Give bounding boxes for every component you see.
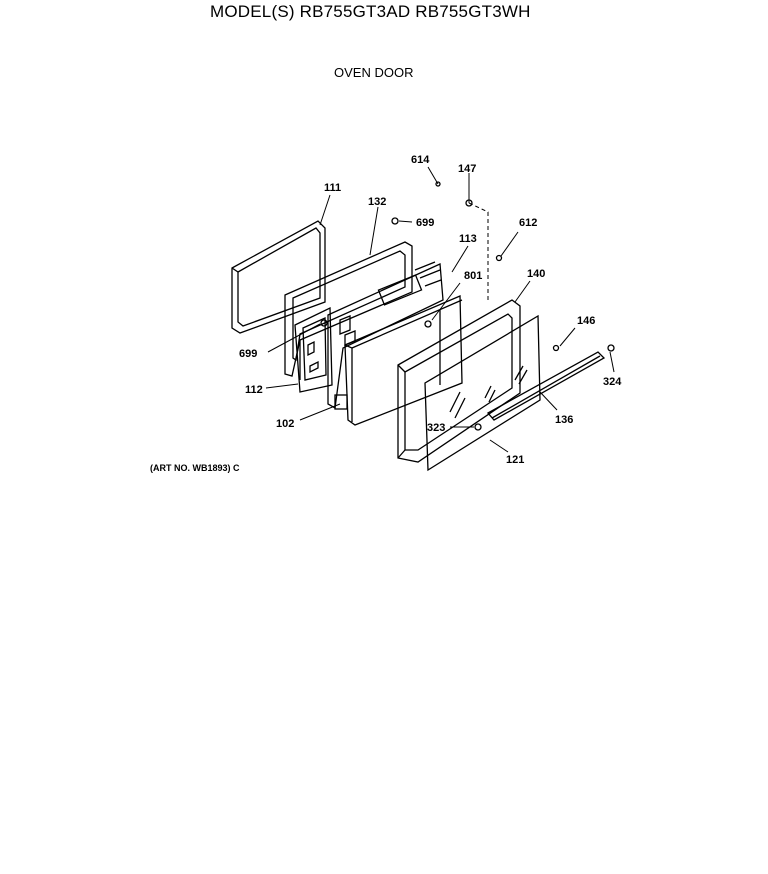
part-136-door-handle	[486, 351, 606, 421]
label-146: 146	[577, 315, 595, 327]
part-614-screw	[435, 181, 441, 187]
part-111-gasket	[231, 220, 326, 334]
label-102: 102	[276, 418, 294, 430]
label-801: 801	[464, 270, 482, 282]
diagram-title: MODEL(S) RB755GT3AD RB755GT3WH	[210, 2, 531, 21]
part-146-screw	[552, 344, 560, 352]
label-699-top: 699	[416, 217, 434, 229]
part-612-screw	[495, 254, 503, 262]
part-113-insulation-panel	[327, 261, 444, 410]
label-111: 111	[324, 182, 341, 194]
art-number: (ART NO. WB1893) C	[150, 463, 240, 473]
label-121: 121	[506, 454, 524, 466]
label-112: 112	[245, 384, 263, 396]
part-121-door-glass	[424, 314, 541, 472]
diagram-subtitle: OVEN DOOR	[334, 65, 414, 80]
label-324: 324	[603, 376, 622, 388]
label-612: 612	[519, 217, 537, 229]
label-140: 140	[527, 268, 545, 280]
part-132-liner-frame	[284, 241, 413, 380]
part-112-side-trim	[294, 306, 333, 393]
part-699-top-screw	[391, 217, 399, 225]
label-614: 614	[411, 154, 430, 166]
label-113: 113	[459, 233, 477, 245]
part-324-screw	[607, 344, 615, 352]
part-323-screw	[474, 423, 482, 431]
leader-lines	[265, 166, 615, 453]
part-699-left-screw	[320, 319, 328, 327]
label-699-left: 699	[239, 348, 257, 360]
label-136: 136	[555, 414, 573, 426]
label-147: 147	[458, 163, 476, 175]
part-102-inner-panel	[344, 295, 463, 426]
part-140-door-frame	[397, 299, 521, 463]
label-132: 132	[368, 196, 386, 208]
fasteners	[320, 181, 615, 431]
label-323: 323	[427, 422, 445, 434]
part-801-screw	[424, 320, 432, 328]
